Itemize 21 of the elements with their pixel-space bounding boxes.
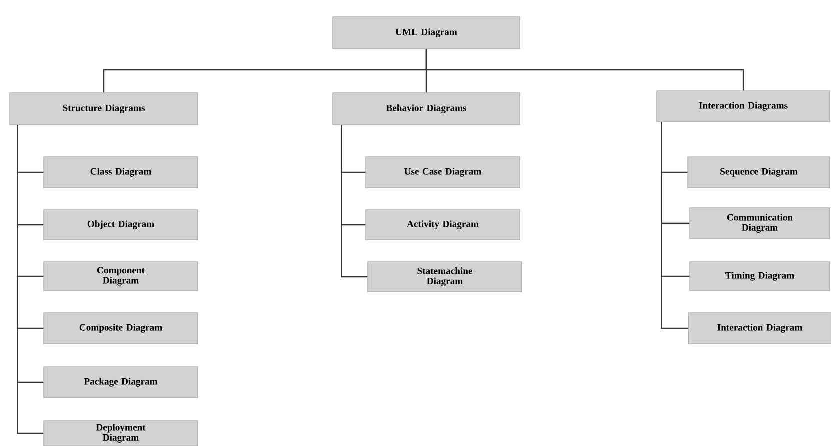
diagram-type-box: Interaction Diagram: [688, 312, 831, 344]
diagram-type-box: Sequence Diagram: [688, 156, 830, 188]
category-box: Structure Diagrams: [10, 92, 198, 126]
connector-line: [17, 125, 44, 434]
category-box: Interaction Diagrams: [656, 90, 830, 122]
diagram-type-box: Timing Diagram: [690, 262, 830, 292]
diagram-type-box: Deployment Diagram: [44, 420, 198, 446]
category-box: UML Diagram: [332, 16, 520, 50]
diagram-type-box: Component Diagram: [44, 262, 198, 292]
diagram-type-box: Class Diagram: [44, 156, 198, 188]
diagram-type-box: Package Diagram: [44, 366, 198, 398]
connector-line: [661, 122, 688, 330]
diagram-type-box: Activity Diagram: [366, 210, 520, 240]
diagram-type-box: Object Diagram: [44, 210, 198, 240]
diagram-type-box: Communication Diagram: [690, 208, 830, 240]
category-box: Behavior Diagrams: [332, 92, 520, 126]
diagram-type-box: Composite Diagram: [44, 312, 198, 344]
connector-line: [426, 49, 744, 91]
diagram-type-box: Use Case Diagram: [366, 156, 520, 188]
connector-line: [341, 125, 368, 278]
diagram-type-box: Statemachine Diagram: [368, 262, 522, 292]
